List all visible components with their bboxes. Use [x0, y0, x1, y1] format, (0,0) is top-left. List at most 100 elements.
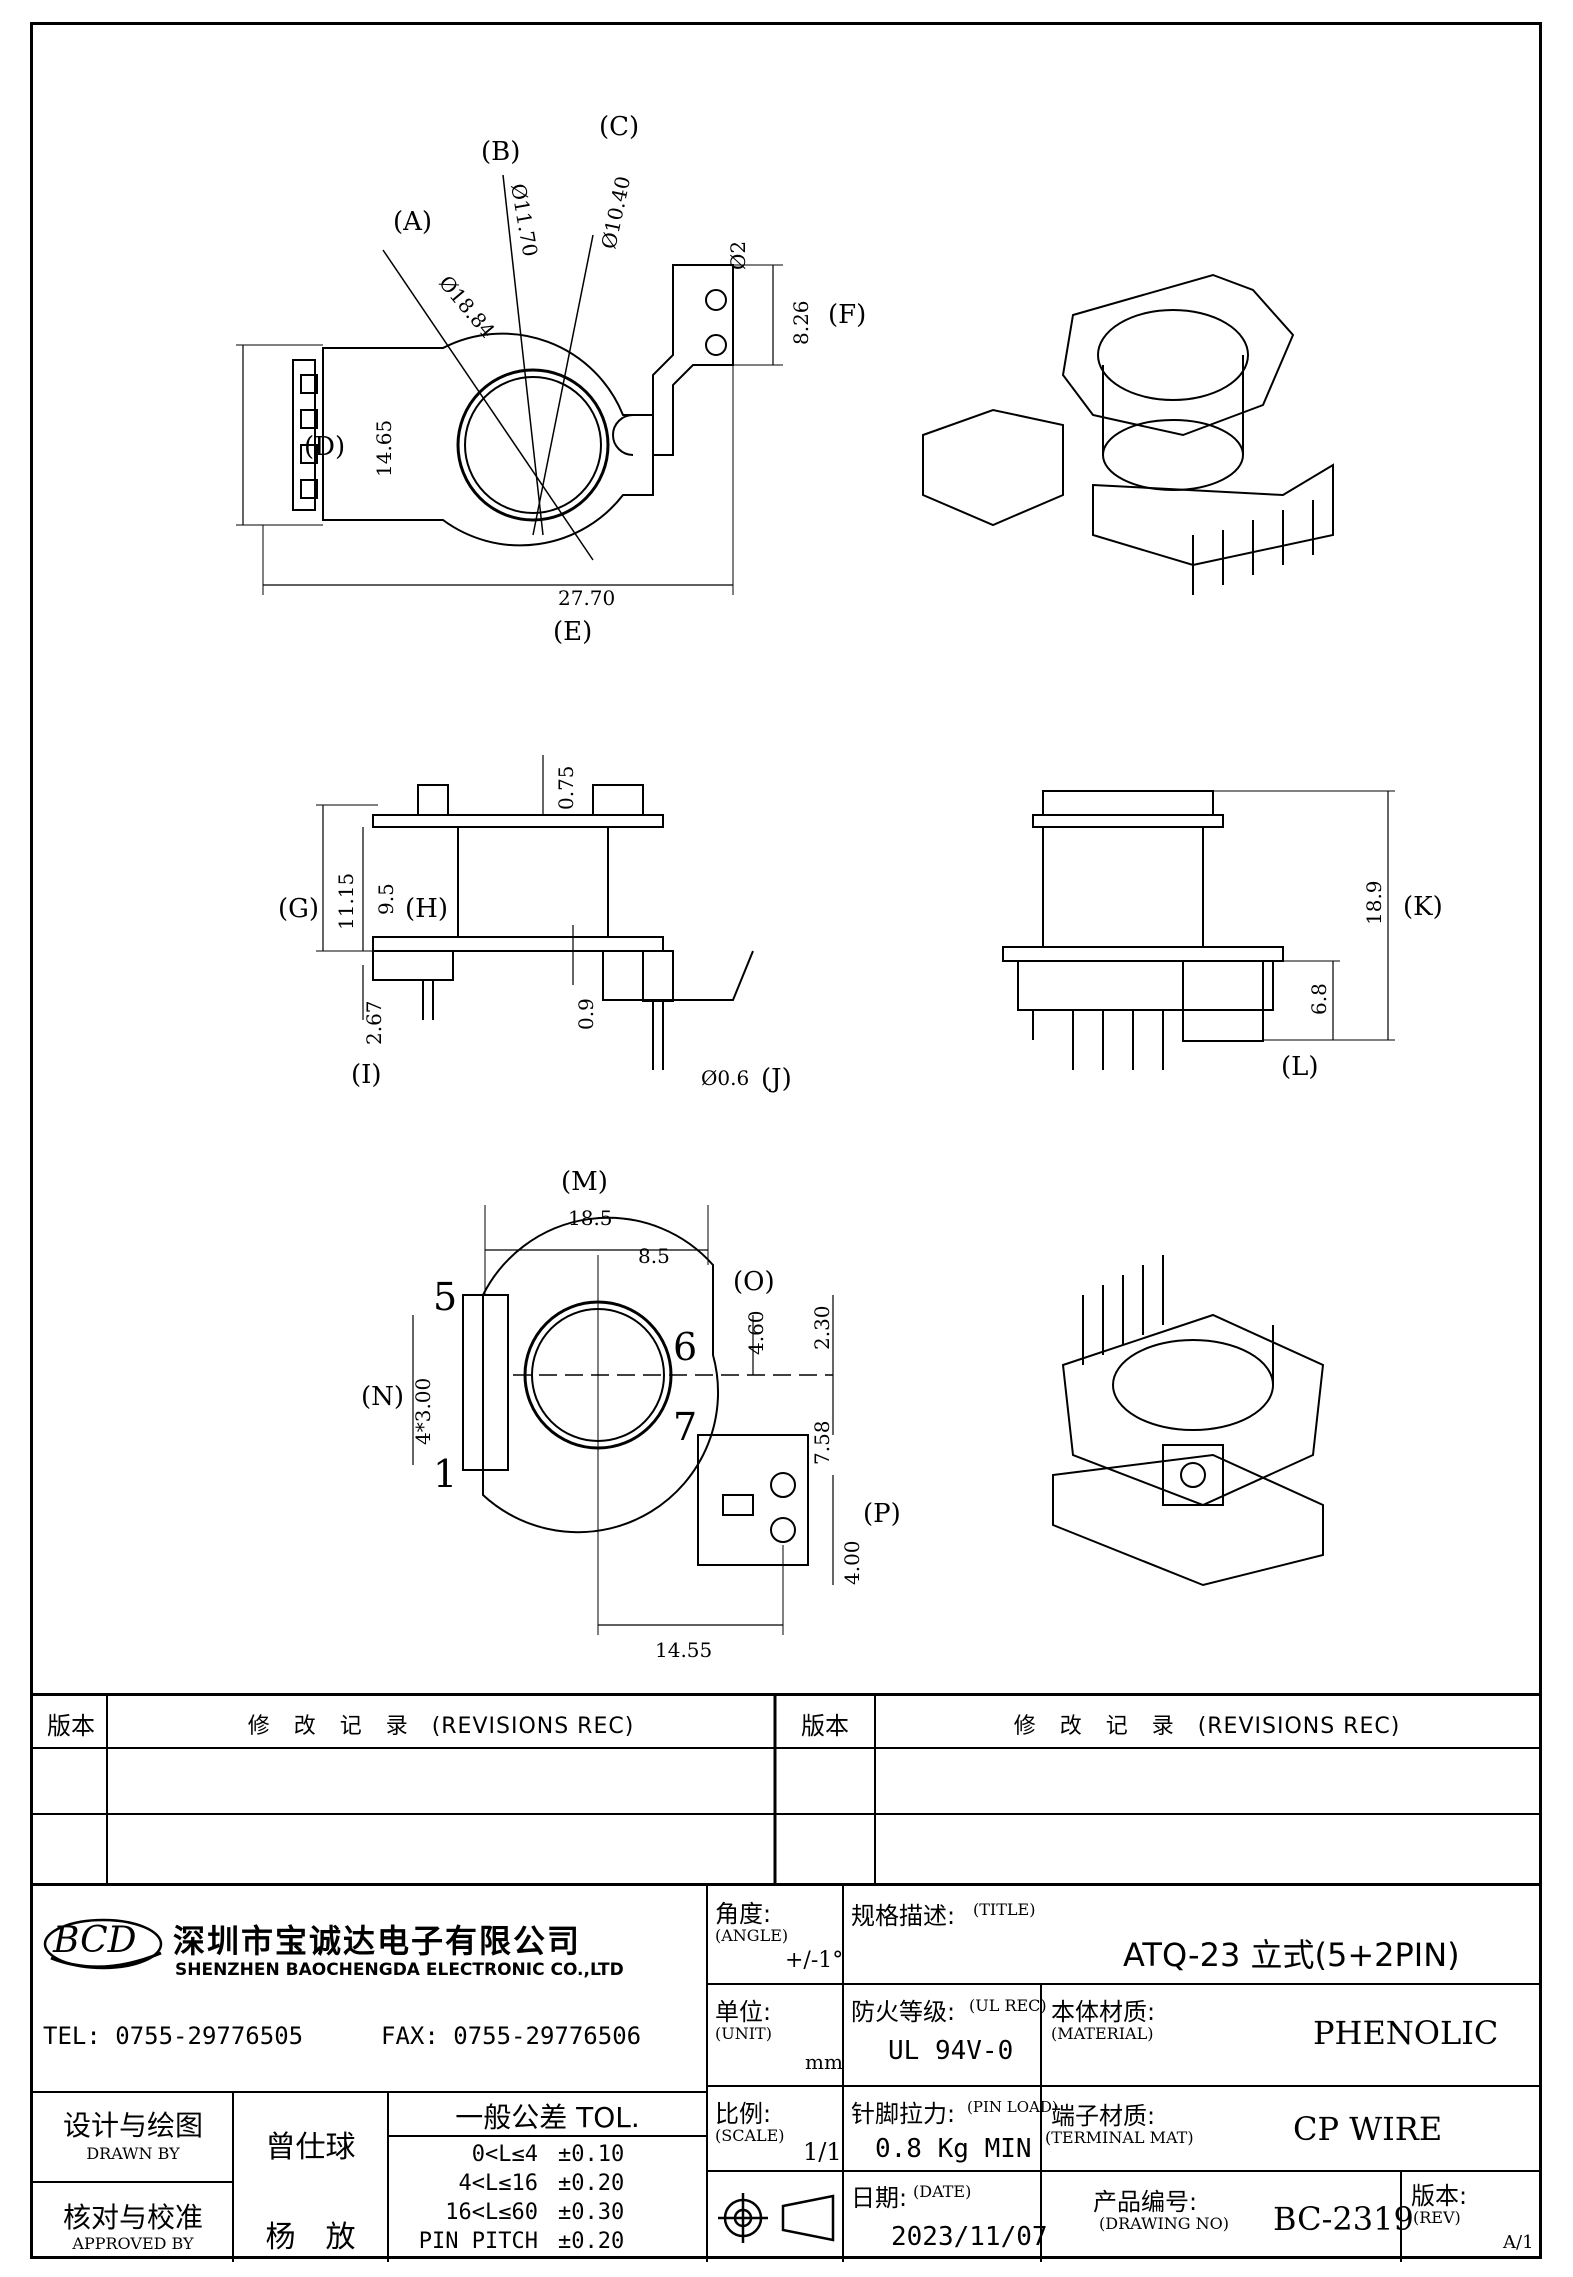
tol-title: 一般公差 TOL.	[455, 2101, 640, 2134]
title-label-en: (TITLE)	[973, 1900, 1036, 1919]
label-g: (G)	[278, 894, 319, 924]
dim-j: Ø0.6	[701, 1066, 749, 1090]
dim-k: 18.9	[1362, 880, 1386, 925]
terminal-label: 端子材质:	[1051, 2102, 1156, 2130]
label-o: (O)	[733, 1267, 775, 1297]
tol-value: ±0.20	[558, 2229, 625, 2254]
label-i: (I)	[351, 1060, 382, 1090]
terminal-label-en: (TERMINAL MAT)	[1045, 2128, 1194, 2147]
scale-value: 1/1	[803, 2138, 842, 2166]
date-value: 2023/11/07	[891, 2222, 1048, 2252]
terminal-value: CP WIRE	[1293, 2110, 1443, 2148]
dim-d: 14.65	[372, 420, 396, 477]
dim-g: 11.15	[334, 873, 358, 930]
drawing-sheet: (A) (B) (C) (D) (E) (F) Ø18.84 Ø11.70 Ø1…	[30, 22, 1542, 2262]
tol-value: ±0.10	[558, 2142, 625, 2167]
angle-label-en: (ANGLE)	[715, 1926, 789, 1945]
label-k: (K)	[1403, 892, 1443, 922]
pin-7: 7	[673, 1405, 697, 1449]
label-j: (J)	[761, 1064, 792, 1094]
label-p: (P)	[863, 1499, 901, 1529]
unit-label-en: (UNIT)	[715, 2024, 772, 2043]
tol-row: 4<L≤16 ±0.20	[393, 2171, 703, 2200]
dim-pin-hole: Ø2	[726, 241, 750, 270]
company-name-en: SHENZHEN BAOCHENGDA ELECTRONIC CO.,LTD	[175, 1960, 624, 1980]
pinload-value: 0.8 Kg MIN	[875, 2134, 1032, 2164]
label-m: (M)	[561, 1167, 608, 1197]
tol-row: 16<L≤60 ±0.30	[393, 2200, 703, 2229]
scale-label: 比例:	[715, 2100, 772, 2128]
drawing-no-value: BC-2319	[1273, 2200, 1414, 2238]
label-n: (N)	[361, 1382, 404, 1412]
rev-label-en: (REV)	[1413, 2208, 1461, 2227]
label-c: (C)	[599, 112, 639, 142]
pinload-label: 针脚拉力:	[851, 2100, 956, 2128]
approved-name: 杨 放	[265, 2220, 356, 2255]
tol-range: 0<L≤4	[471, 2142, 538, 2167]
title-block-grid	[33, 1886, 1539, 2262]
dim-top: 0.75	[554, 765, 578, 810]
technical-drawing: (A) (B) (C) (D) (E) (F) Ø18.84 Ø11.70 Ø1…	[236, 112, 1443, 1662]
bottom-view	[412, 1205, 834, 1635]
dim-l: 6.8	[1307, 983, 1331, 1015]
top-view	[236, 174, 783, 595]
revisions-table: 版本 修 改 记 录 (REVISIONS REC) 版本 修 改 记 录 (R…	[33, 1693, 1539, 1888]
material-label-en: (MATERIAL)	[1051, 2024, 1154, 2043]
label-a: (A)	[393, 207, 432, 237]
bcd-logo	[43, 1918, 163, 1970]
pinload-label-en: (PIN LOAD)	[967, 2098, 1058, 2116]
front-view	[1002, 790, 1395, 1070]
title-label: 规格描述:	[851, 1902, 956, 1930]
tol-row: 0<L≤4 ±0.10	[393, 2142, 703, 2171]
tol-value: ±0.30	[558, 2200, 625, 2225]
material-value: PHENOLIC	[1313, 2014, 1499, 2052]
unit-label: 单位:	[715, 1998, 772, 2026]
company-logo: BCD	[41, 1908, 171, 1978]
rev-value: A/1	[1503, 2232, 1534, 2253]
dim-i: 2.67	[362, 1000, 386, 1045]
dim-inner: 8.5	[638, 1244, 670, 1268]
dim-flange: 0.9	[574, 998, 598, 1030]
ul-value: UL 94V-0	[888, 2036, 1014, 2066]
date-label: 日期:	[851, 2184, 908, 2212]
tol-range: PIN PITCH	[418, 2229, 538, 2254]
label-f: (F)	[828, 300, 866, 330]
company-tel: TEL: 0755-29776505	[43, 2022, 304, 2050]
pin-6: 6	[673, 1325, 697, 1369]
label-b: (B)	[481, 137, 520, 167]
ul-label-en: (UL REC)	[969, 1996, 1047, 2015]
ul-label: 防火等级:	[851, 1998, 956, 2026]
tol-value: ±0.20	[558, 2171, 625, 2196]
dim-p2: 4.00	[840, 1540, 864, 1585]
tol-range: 16<L≤60	[445, 2200, 538, 2225]
drawn-label: 设计与绘图	[62, 2109, 203, 2142]
company-fax: FAX: 0755-29776506	[381, 2022, 642, 2050]
approved-label: 核对与校准	[62, 2201, 203, 2234]
angle-label: 角度:	[715, 1900, 772, 1928]
logo-text: BCD	[53, 1920, 137, 1961]
isometric-view-bottom	[1052, 1255, 1325, 1587]
rev-col-version-right: 版本	[801, 1712, 849, 1740]
dim-a: Ø18.84	[434, 271, 500, 343]
rev-label: 版本:	[1411, 2182, 1468, 2210]
dim-n: 4*3.00	[411, 1378, 435, 1445]
rev-col-record-right: 修 改 记 录 (REVISIONS REC)	[1013, 1714, 1401, 1739]
dim-o2: 2.30	[810, 1305, 834, 1350]
dim-h: 9.5	[374, 883, 398, 915]
rev-col-version-left: 版本	[47, 1712, 95, 1740]
label-d: (D)	[304, 432, 345, 462]
tol-range: 4<L≤16	[458, 2171, 538, 2196]
dim-e: 27.70	[558, 586, 615, 610]
tol-row: PIN PITCH ±0.20	[393, 2229, 703, 2258]
drawing-no-label-en: (DRAWING NO)	[1099, 2214, 1230, 2233]
dim-m: 18.5	[568, 1206, 613, 1230]
label-l: (L)	[1281, 1052, 1319, 1082]
approved-label-en: APPROVED BY	[72, 2234, 194, 2253]
pin-1: 1	[433, 1452, 457, 1496]
rev-col-record-left: 修 改 记 录 (REVISIONS REC)	[247, 1714, 635, 1739]
title-value: ATQ-23 立式(5+2PIN)	[1123, 1936, 1460, 1974]
material-label: 本体材质:	[1051, 1998, 1156, 2026]
dim-bottom: 14.55	[655, 1638, 712, 1662]
drawing-no-label: 产品编号:	[1093, 2188, 1198, 2216]
